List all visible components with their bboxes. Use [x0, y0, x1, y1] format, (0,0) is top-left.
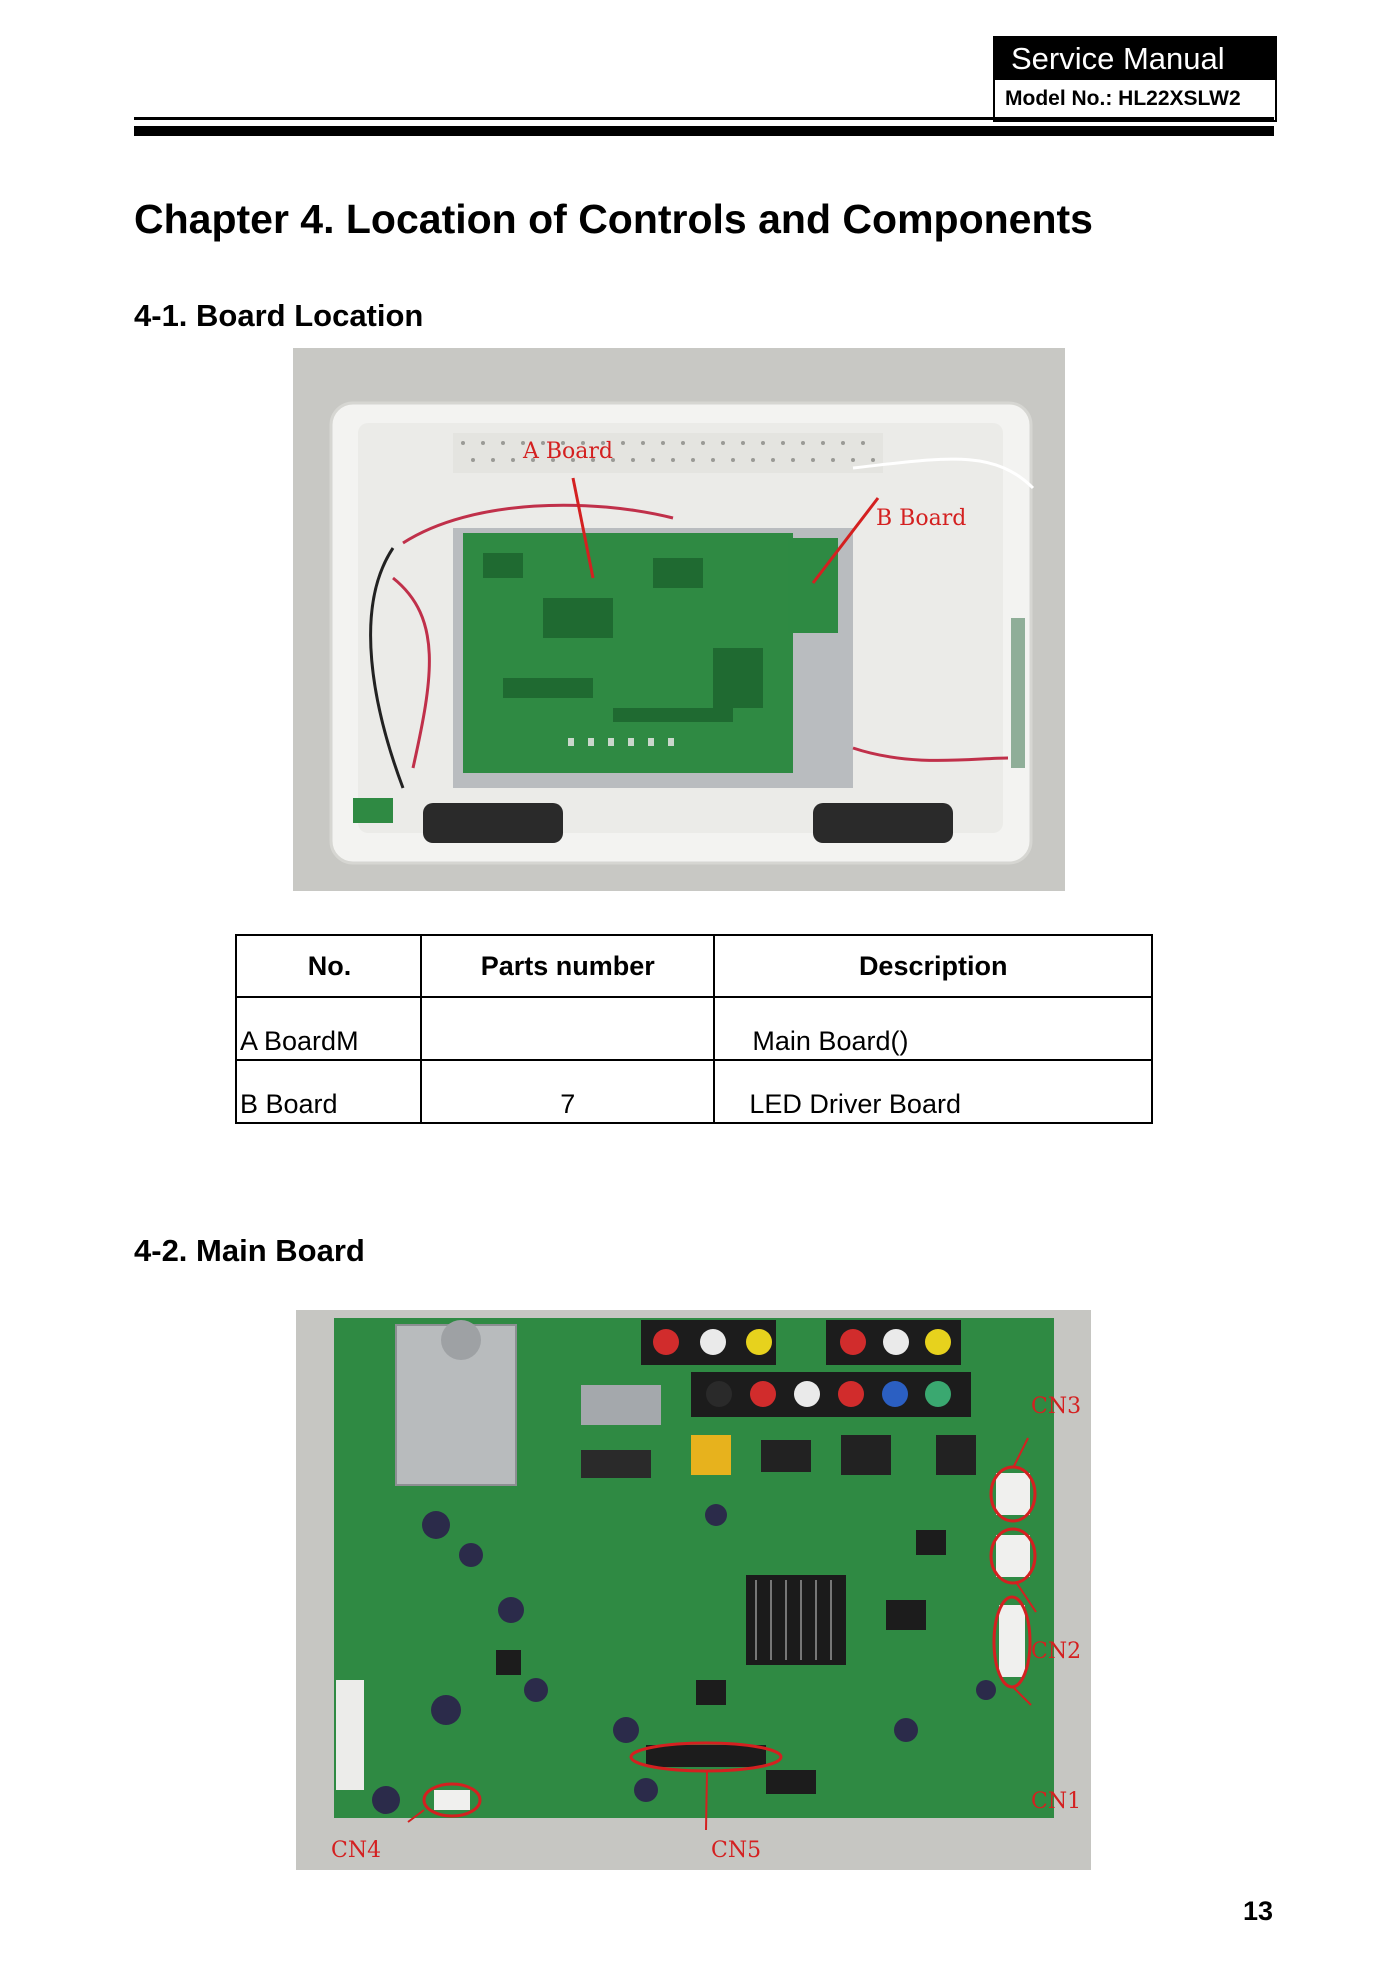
header-title: Service Manual	[995, 38, 1275, 80]
cell-parts-number: 7	[420, 1059, 716, 1124]
label-cn2: CN2	[1031, 1639, 1081, 1664]
column-header-description: Description	[713, 934, 1153, 998]
header-rule-thin	[134, 117, 1274, 120]
section-heading-main-board: 4-2. Main Board	[134, 1233, 365, 1268]
table-header-row: No. Parts number Description	[234, 934, 1153, 998]
label-b-board: B Board	[876, 506, 966, 531]
label-cn3: CN3	[1031, 1394, 1081, 1419]
column-header-no: No.	[234, 934, 423, 998]
label-cn5: CN5	[711, 1838, 761, 1863]
board-location-photo: A Board B Board	[293, 348, 1065, 891]
header-model-number: Model No.: HL22XSLW2	[995, 80, 1275, 118]
column-header-parts-number: Parts number	[420, 934, 716, 998]
cell-parts-number	[420, 996, 716, 1061]
label-a-board: A Board	[522, 439, 613, 464]
page-number: 13	[1242, 1896, 1273, 1926]
header-box: Service Manual Model No.: HL22XSLW2	[993, 36, 1277, 122]
parts-table: No. Parts number Description A BoardM Ma…	[234, 934, 1153, 1124]
cell-description: Main Board()	[713, 996, 1153, 1061]
cell-no: B Board	[234, 1059, 423, 1124]
table-row: A BoardM Main Board()	[234, 996, 1153, 1061]
label-cn4: CN4	[331, 1838, 381, 1863]
header-rule-thick	[134, 126, 1274, 136]
cell-no: A BoardM	[234, 996, 423, 1061]
cell-description: LED Driver Board	[713, 1059, 1153, 1124]
main-board-photo: CN3 CN2 CN1 CN4 CN5	[296, 1310, 1091, 1870]
chapter-title: Chapter 4. Location of Controls and Comp…	[134, 196, 1093, 242]
table-row: B Board 7 LED Driver Board	[234, 1059, 1153, 1124]
section-heading-board-location: 4-1. Board Location	[134, 298, 424, 333]
label-cn1: CN1	[1031, 1789, 1081, 1814]
